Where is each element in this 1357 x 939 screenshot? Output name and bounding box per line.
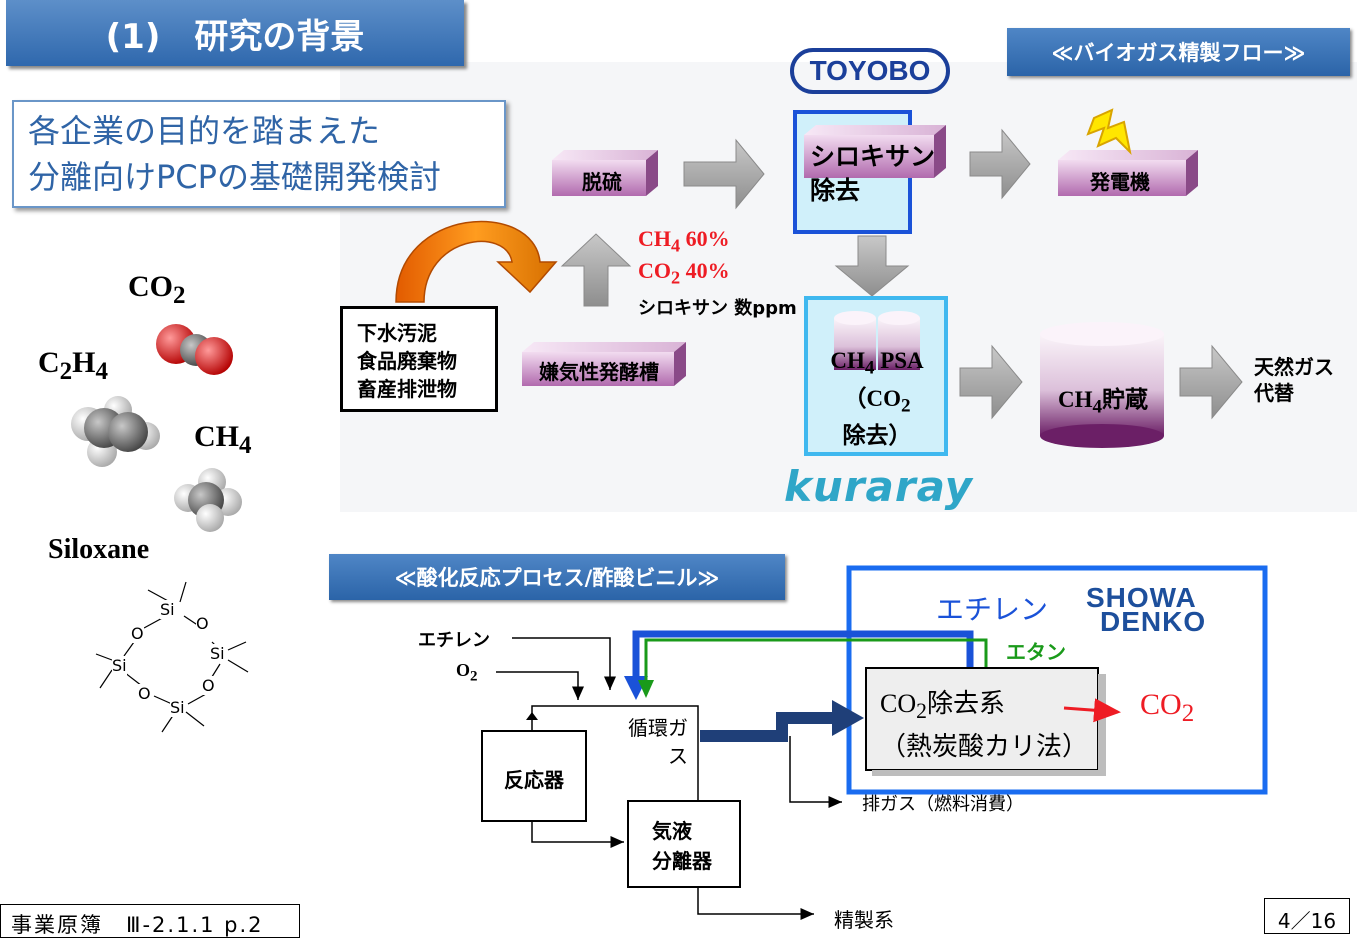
exhaust-label: 排ガス（燃料消費） [862, 794, 1024, 815]
psa-cylinders [834, 311, 920, 370]
recycle-ethylene-line [632, 630, 974, 680]
ethane-label: エタン [1006, 640, 1066, 664]
desulfur-block [552, 150, 658, 196]
exhaust-line [789, 736, 842, 808]
siloxane-atom-si-right: Si [210, 644, 225, 663]
refine-label: 精製系 [834, 908, 894, 932]
co2-removal-method: （熱炭酸カリ法） [880, 732, 1089, 763]
lightning-icon [1086, 108, 1132, 156]
input-ethylene-label: エチレン [418, 630, 490, 651]
methane-molecule [174, 468, 242, 532]
siloxane-atom-o-left-bottom: O [138, 684, 151, 703]
siloxane-removal-label: シロキサン 除去 [810, 140, 935, 208]
co2-removal-shadow [1098, 674, 1106, 776]
co2-removal-shadow-bottom [872, 770, 1106, 776]
natural-gas-label: 天然ガス 代替 [1254, 355, 1334, 405]
reactor-box [481, 730, 587, 822]
recycle-ethane-arrowhead [638, 680, 654, 698]
siloxane-atom-o-left-top: O [131, 624, 144, 643]
siloxane-label: Siloxane [48, 534, 150, 565]
ethylene-molecule [71, 396, 160, 467]
reactor-label: 反応器 [504, 768, 564, 792]
separator-label: 気液 分離器 [652, 819, 712, 873]
main-loop-arrowhead [526, 712, 538, 720]
recycle-to-co2-arrow-shaft [700, 712, 832, 742]
siloxane-atom-si-top: Si [160, 600, 175, 619]
ethylene-blue-label: エチレン [936, 593, 1049, 626]
generator-block [1058, 150, 1198, 196]
co2-out-label: CO2 [1140, 688, 1195, 727]
composition-co2: CO2 40% [638, 258, 730, 288]
siloxane-removal-line1: シロキサン [810, 142, 936, 171]
siloxane-removal-line2: 除去 [810, 176, 861, 205]
o2-input-line [496, 671, 584, 700]
separator-box [627, 800, 741, 888]
co2-label: CO2 [128, 270, 186, 309]
process-banner: ≪酸化反応プロセス/酢酸ビニル≫ [329, 554, 785, 600]
refine-line [697, 887, 814, 920]
arrow-siloxane-to-generator [969, 128, 1031, 200]
siloxane-atom-o-right-bottom: O [202, 676, 215, 695]
purpose-line-2: 分離向けPCPの基礎開発検討 [28, 158, 441, 196]
siloxane-atom-si-bottom: Si [170, 698, 185, 717]
biogas-flow-banner: ≪バイオガス精製フロー≫ [1007, 28, 1350, 76]
ethylene-input-line [512, 637, 616, 690]
showa-denko-logo: SHOWA DENKO [1086, 582, 1207, 637]
source-food-waste: 食品廃棄物 [357, 349, 457, 373]
composition-siloxane: シロキサン 数ppm [638, 298, 797, 319]
purpose-line-1: 各企業の目的を踏まえた [28, 112, 381, 150]
arrow-ferment-up [560, 233, 632, 307]
input-o2-label: O2 [456, 660, 478, 685]
siloxane-block [804, 125, 946, 178]
showa-denko-frame [846, 565, 1268, 795]
arrow-desulfur-to-siloxane [683, 138, 765, 210]
generator-label: 発電機 [1090, 170, 1150, 194]
recycle-gas-label: 循環ガ ス [628, 716, 688, 768]
co2-out-arrow [1063, 698, 1121, 723]
desulfur-label: 脱硫 [582, 170, 622, 194]
kuraray-logo: kuraray [784, 462, 974, 511]
toyobo-logo-text: TOYOBO [809, 55, 931, 86]
psa-label: CH4 PSA （CO2除去） [830, 348, 924, 449]
toyobo-logo: TOYOBO [790, 48, 950, 94]
page-number: 4／16 [1264, 898, 1350, 934]
source-sewage: 下水汚泥 [357, 321, 437, 345]
curved-orange-arrow [395, 220, 558, 303]
arrow-siloxane-to-psa [834, 235, 910, 297]
showa-denko-logo-line1: SHOWA [1086, 582, 1197, 613]
storage-label: CH4貯蔵 [1057, 387, 1149, 418]
co2-molecule [156, 324, 233, 375]
ferment-block [522, 342, 686, 386]
arrow-storage-to-natgas [1179, 344, 1243, 420]
composition-ch4: CH4 60% [638, 226, 730, 256]
reactor-to-separator-line [531, 821, 624, 848]
recycle-to-co2-arrowhead [832, 700, 864, 736]
source-livestock: 畜産排泄物 [357, 377, 457, 401]
recycle-ethane-line [644, 638, 988, 682]
siloxane-structure [95, 581, 249, 733]
storage-tank [1040, 322, 1164, 448]
ferment-label: 嫌気性発酵槽 [539, 360, 659, 384]
co2-removal-label: CO2除去系 （熱炭酸カリ法） [880, 686, 1088, 765]
c2h4-label: C2H4 [38, 346, 109, 385]
siloxane-atom-o-right-top: O [196, 614, 209, 633]
showa-denko-logo-line2: DENKO [1100, 606, 1207, 637]
purpose-box: 各企業の目的を踏まえた 分離向けPCPの基礎開発検討 [12, 100, 506, 208]
arrow-psa-to-storage [959, 344, 1023, 420]
ch4-label: CH4 [194, 420, 252, 459]
siloxane-atom-si-left: Si [112, 656, 127, 675]
page-title: (1) 研究の背景 [6, 0, 464, 66]
sources-box: 下水汚泥 食品廃棄物 畜産排泄物 [340, 306, 498, 412]
